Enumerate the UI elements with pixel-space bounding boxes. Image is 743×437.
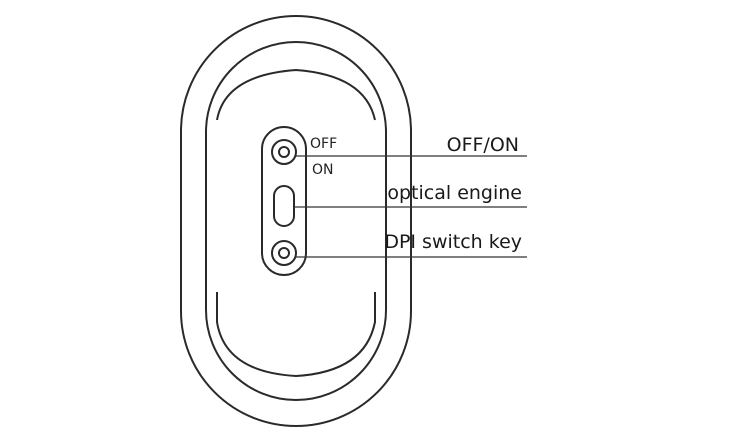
callout-sensor: optical engine	[387, 182, 522, 204]
upper-contour-line	[216, 68, 376, 121]
callout-power: OFF/ON	[447, 134, 519, 156]
power-switch-outer[interactable]	[271, 139, 297, 165]
callout-dpi: DPI switch key	[384, 231, 522, 253]
switch-label-off: OFF	[310, 136, 337, 152]
power-switch-inner	[278, 146, 290, 158]
dpi-switch-outer[interactable]	[271, 240, 297, 266]
mouse-body-outer	[180, 15, 412, 427]
mouse-body-inner	[205, 41, 387, 401]
optical-sensor	[273, 185, 295, 227]
dpi-switch-inner	[278, 247, 290, 259]
lower-contour-line	[216, 292, 376, 378]
control-panel	[261, 126, 307, 276]
switch-label-on: ON	[312, 162, 334, 178]
